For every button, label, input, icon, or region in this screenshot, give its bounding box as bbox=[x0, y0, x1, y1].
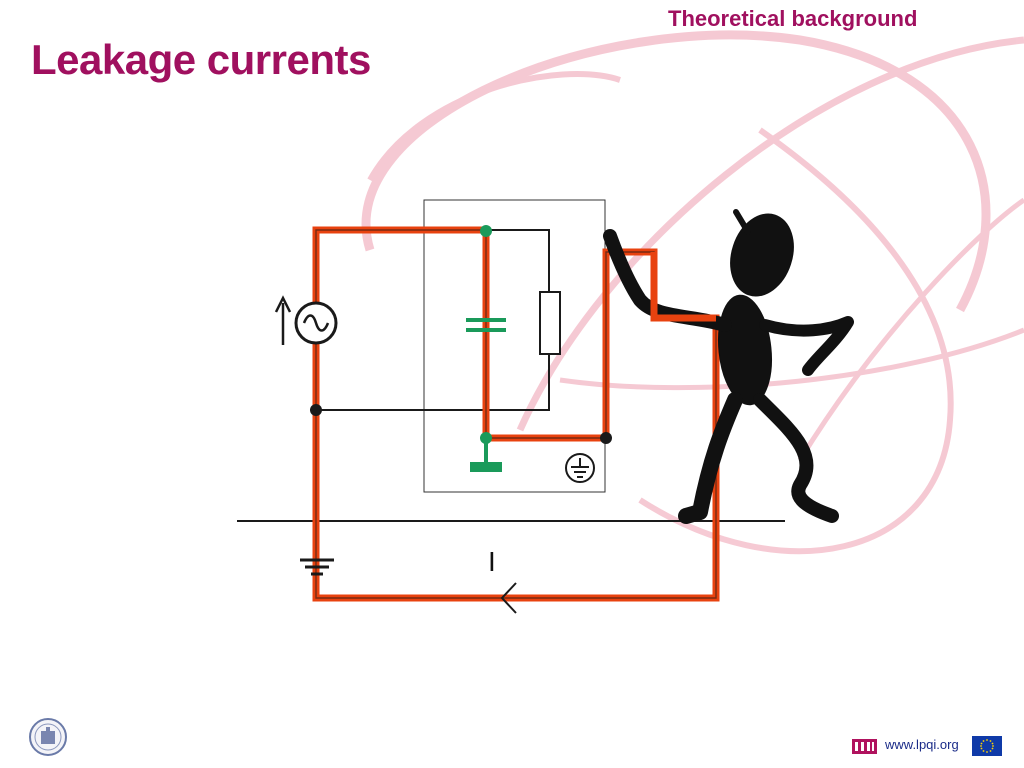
protective-earth-icon bbox=[565, 453, 595, 483]
lpqi-logo bbox=[852, 739, 877, 754]
page-title: Leakage currents bbox=[31, 36, 371, 83]
capacitor-icon bbox=[466, 318, 506, 332]
stick-figure bbox=[603, 209, 854, 524]
ground-icon bbox=[300, 558, 334, 576]
eu-flag-icon bbox=[972, 736, 1002, 756]
background-swirls bbox=[361, 30, 1024, 555]
resistor-icon bbox=[539, 291, 561, 355]
node-right-black bbox=[600, 432, 612, 444]
enclosure-ground-icon bbox=[470, 438, 502, 472]
current-label: I bbox=[488, 546, 496, 577]
node-left-black bbox=[310, 404, 322, 416]
lpqi-website-link[interactable]: www.lpqi.org bbox=[885, 737, 959, 752]
section-header: Theoretical background bbox=[668, 6, 918, 31]
device-enclosure bbox=[423, 199, 606, 493]
ac-source-icon bbox=[274, 295, 338, 345]
university-seal-logo bbox=[29, 718, 67, 756]
node-top-green bbox=[480, 225, 492, 237]
current-direction-arrow bbox=[500, 582, 517, 614]
